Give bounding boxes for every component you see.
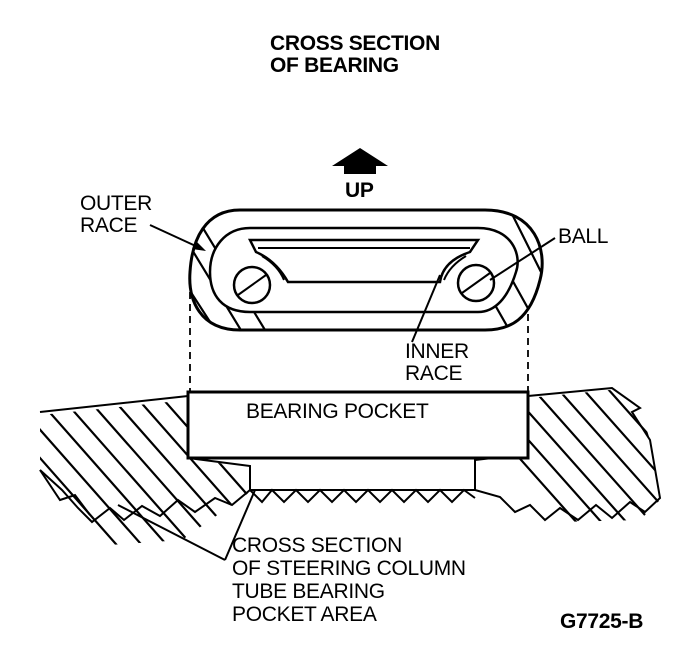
inner-race-label-1: INNER [405, 340, 469, 363]
leader-outer-race [149, 224, 201, 249]
bearing-pocket-label: BEARING POCKET [246, 400, 429, 423]
leader-outer-race-arrow [192, 242, 206, 251]
column-label-3: TUBE BEARING [232, 580, 385, 603]
column-tube-right [474, 386, 662, 522]
column-label-4: POCKET AREA [232, 603, 377, 626]
ball-left [232, 265, 272, 305]
leader-column [117, 489, 256, 561]
inner-race [247, 238, 481, 284]
outer-race-label-2: RACE [80, 214, 137, 237]
column-label-1: CROSS SECTION [232, 534, 402, 557]
figure-code: G7725-B [560, 610, 643, 633]
ball-label: BALL [558, 225, 608, 248]
column-label-2: OF STEERING COLUMN [232, 557, 466, 580]
title-line-1: CROSS SECTION [270, 32, 440, 55]
outer-race-label-1: OUTER [80, 192, 152, 215]
tube-center-edge [249, 460, 476, 504]
inner-race-label-2: RACE [405, 362, 462, 385]
up-label: UP [345, 179, 374, 202]
bearing-pocket-block [186, 390, 530, 460]
up-arrow-icon [332, 148, 388, 174]
leader-ball [489, 237, 556, 281]
column-tube-left [39, 394, 251, 545]
title-line-2: OF BEARING [270, 54, 399, 77]
leader-inner-race [411, 274, 441, 343]
ball-right [456, 263, 496, 303]
